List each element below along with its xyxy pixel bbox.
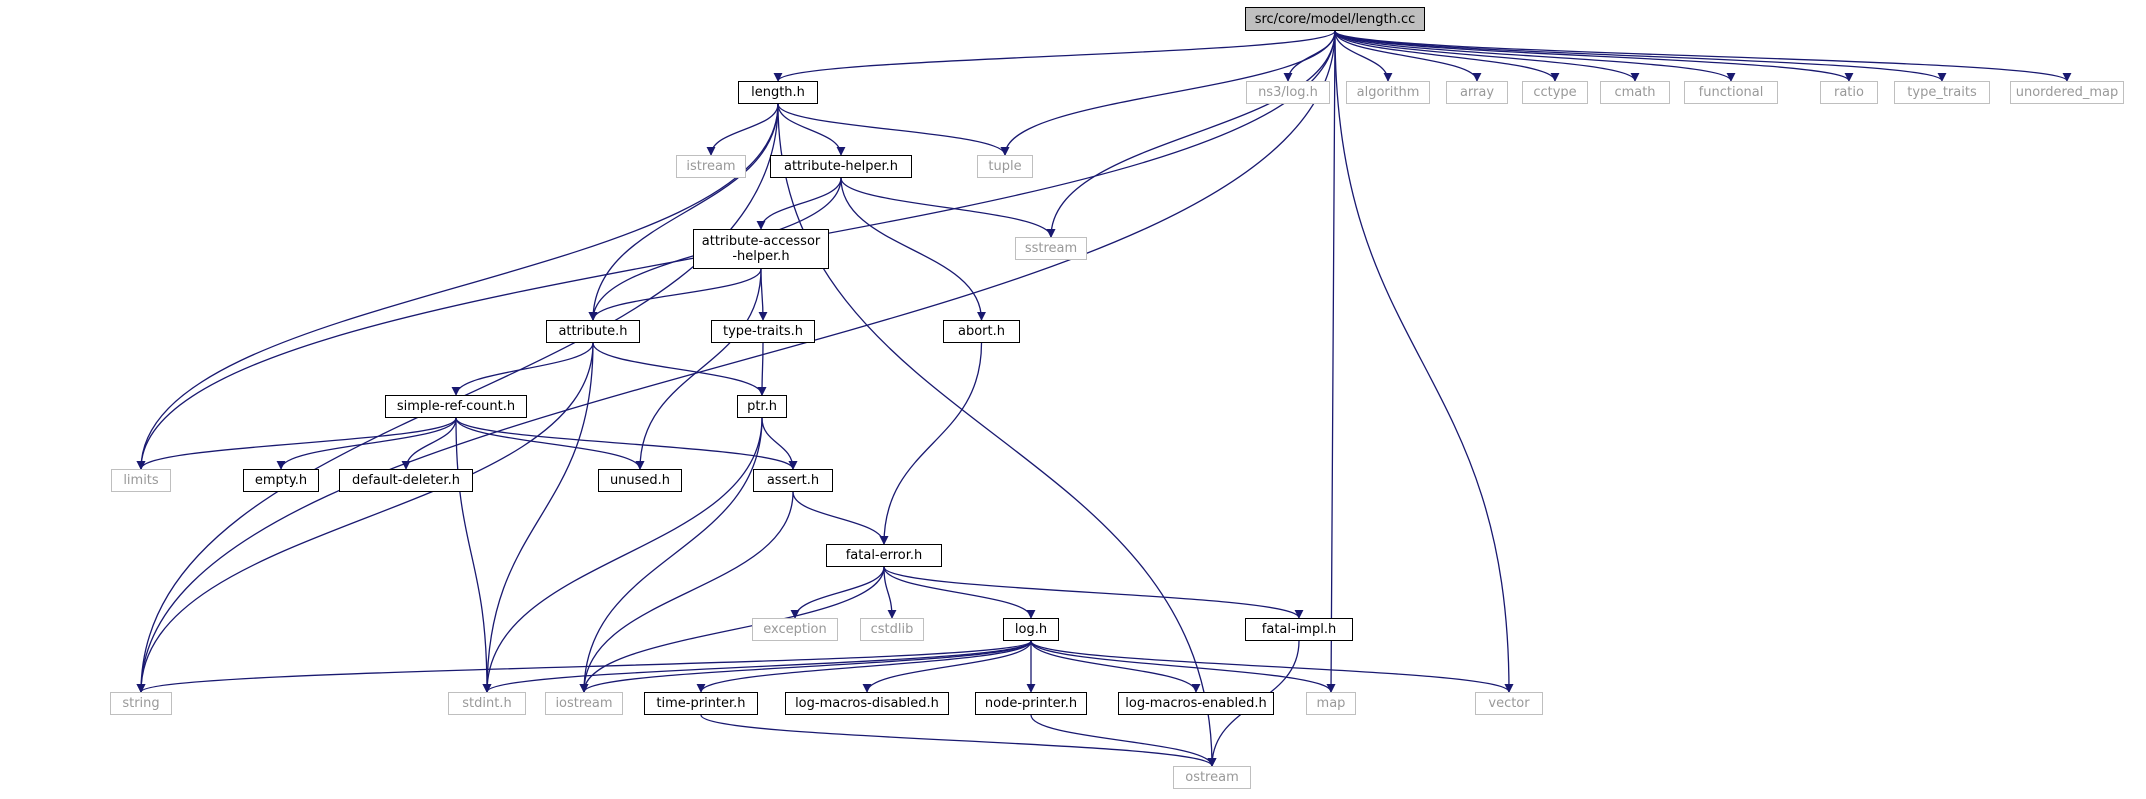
- edge-ptr-h-to-stdint-h: [482, 417, 763, 693]
- node-log-macros-enabled-h[interactable]: log-macros-enabled.h: [1118, 692, 1274, 715]
- node-type-traits-h[interactable]: type-traits.h: [711, 320, 815, 343]
- edge-root-to-map: [1326, 30, 1336, 693]
- edge-simple-ref-count-h-to-unused-h: [455, 417, 645, 470]
- edge-attribute-h-to-ptr-h: [592, 342, 767, 396]
- edge-time-printer-h-to-ostream: [700, 714, 1217, 767]
- edge-log-h-to-vector: [1030, 640, 1514, 693]
- edge-ptr-h-to-iostream: [579, 417, 763, 693]
- node-abort-h[interactable]: abort.h: [943, 320, 1020, 343]
- node-algorithm: algorithm: [1346, 81, 1430, 104]
- edge-log-h-to-string: [136, 640, 1032, 693]
- node-attribute-accessor-helper-h[interactable]: attribute-accessor -helper.h: [693, 229, 829, 269]
- edge-root-to-functional: [1334, 30, 1736, 82]
- node-stdint-h: stdint.h: [448, 692, 526, 715]
- edge-fatal-error-h-to-fatal-impl-h: [883, 566, 1304, 619]
- edge-root-to-cctype: [1334, 30, 1560, 82]
- edge-attribute-helper-h-to-sstream: [840, 177, 1056, 238]
- node-cctype: cctype: [1522, 81, 1588, 104]
- node-ostream: ostream: [1173, 766, 1251, 789]
- edge-log-h-to-iostream: [579, 640, 1032, 693]
- node-cmath: cmath: [1600, 81, 1670, 104]
- node-array: array: [1446, 81, 1508, 104]
- node-empty-h[interactable]: empty.h: [243, 469, 319, 492]
- edge-type-traits-h-to-ptr-h: [757, 342, 767, 396]
- edge-log-h-to-map: [1030, 640, 1336, 693]
- edge-log-h-to-log-macros-enabled-h: [1030, 640, 1201, 693]
- node-unused-h[interactable]: unused.h: [598, 469, 682, 492]
- node-root-file: src/core/model/length.cc: [1245, 7, 1425, 31]
- node-sstream: sstream: [1015, 237, 1087, 260]
- edge-root-to-ratio: [1334, 30, 1854, 82]
- edge-assert-h-to-fatal-error-h: [792, 491, 889, 545]
- edge-abort-h-to-fatal-error-h: [879, 342, 983, 545]
- edge-assert-h-to-iostream: [579, 491, 794, 693]
- edge-root-to-vector: [1334, 30, 1514, 693]
- edge-root-to-array: [1334, 30, 1482, 82]
- edge-length-h-to-istream: [706, 103, 779, 156]
- edge-log-h-to-log-macros-disabled-h: [862, 640, 1032, 693]
- node-vector: vector: [1475, 692, 1543, 715]
- edge-length-h-to-attribute-helper-h: [777, 103, 846, 156]
- node-attribute-helper-h[interactable]: attribute-helper.h: [770, 155, 912, 178]
- edge-root-to-cmath: [1334, 30, 1640, 82]
- edge-layer: [136, 30, 2072, 767]
- node-tuple: tuple: [977, 155, 1033, 178]
- node-type-traits: type_traits: [1894, 81, 1990, 104]
- edge-simple-ref-count-h-to-assert-h: [455, 417, 798, 470]
- node-time-printer-h[interactable]: time-printer.h: [644, 692, 758, 715]
- edge-simple-ref-count-h-to-limits: [136, 417, 457, 470]
- edge-attribute-helper-h-to-attribute-accessor-helper-h: [756, 177, 842, 230]
- edge-root-to-type-traits: [1334, 30, 1947, 82]
- edge-fatal-error-h-to-iostream: [579, 566, 885, 693]
- edge-root-to-tuple: [1000, 30, 1336, 156]
- edge-node-printer-h-to-ostream: [1030, 714, 1217, 767]
- edge-root-to-sstream: [1046, 30, 1336, 238]
- node-istream: istream: [676, 155, 746, 178]
- node-ns3-log-h: ns3/log.h: [1246, 81, 1330, 104]
- node-limits: limits: [111, 469, 171, 492]
- edge-simple-ref-count-h-to-stdint-h: [455, 417, 492, 693]
- node-exception: exception: [752, 618, 838, 641]
- edge-root-to-string: [136, 30, 1336, 693]
- edge-simple-ref-count-h-to-default-deleter-h: [401, 417, 457, 470]
- node-attribute-h[interactable]: attribute.h: [546, 320, 640, 343]
- edge-fatal-error-h-to-log-h: [883, 566, 1036, 619]
- node-simple-ref-count-h[interactable]: simple-ref-count.h: [385, 395, 527, 418]
- edge-root-to-unordered-map: [1334, 30, 2072, 82]
- edge-attribute-accessor-helper-h-to-attribute-h: [588, 268, 762, 321]
- node-log-h[interactable]: log.h: [1003, 618, 1059, 641]
- node-node-printer-h[interactable]: node-printer.h: [975, 692, 1087, 715]
- edge-attribute-h-to-string: [136, 342, 594, 693]
- node-map: map: [1306, 692, 1356, 715]
- node-length-h[interactable]: length.h: [738, 81, 818, 104]
- edge-attribute-h-to-stdint-h: [482, 342, 594, 693]
- node-ratio: ratio: [1820, 81, 1878, 104]
- node-fatal-error-h[interactable]: fatal-error.h: [826, 544, 942, 567]
- node-assert-h[interactable]: assert.h: [753, 469, 833, 492]
- edge-length-h-to-attribute-h: [588, 103, 779, 321]
- node-string: string: [110, 692, 172, 715]
- edge-fatal-error-h-to-exception: [790, 566, 885, 619]
- edge-root-to-algorithm: [1334, 30, 1393, 82]
- edge-attribute-helper-h-to-abort-h: [840, 177, 987, 321]
- node-unordered-map: unordered_map: [2010, 81, 2124, 104]
- edge-length-h-to-ostream: [777, 103, 1217, 767]
- node-fatal-impl-h[interactable]: fatal-impl.h: [1245, 618, 1353, 641]
- edge-root-to-length-h: [773, 30, 1336, 82]
- edge-simple-ref-count-h-to-empty-h: [276, 417, 457, 470]
- edge-log-h-to-stdint-h: [482, 640, 1032, 693]
- edge-attribute-h-to-simple-ref-count-h: [451, 342, 594, 396]
- edge-fatal-error-h-to-cstdlib: [883, 566, 897, 619]
- edge-log-h-to-time-printer-h: [696, 640, 1032, 693]
- edge-length-h-to-tuple: [777, 103, 1010, 156]
- node-ptr-h[interactable]: ptr.h: [737, 395, 787, 418]
- node-log-macros-disabled-h[interactable]: log-macros-disabled.h: [785, 692, 949, 715]
- node-default-deleter-h[interactable]: default-deleter.h: [339, 469, 473, 492]
- edge-ptr-h-to-assert-h: [761, 417, 798, 470]
- node-cstdlib: cstdlib: [860, 618, 924, 641]
- node-iostream: iostream: [545, 692, 623, 715]
- node-functional: functional: [1684, 81, 1778, 104]
- edge-attribute-accessor-helper-h-to-unused-h: [635, 268, 762, 470]
